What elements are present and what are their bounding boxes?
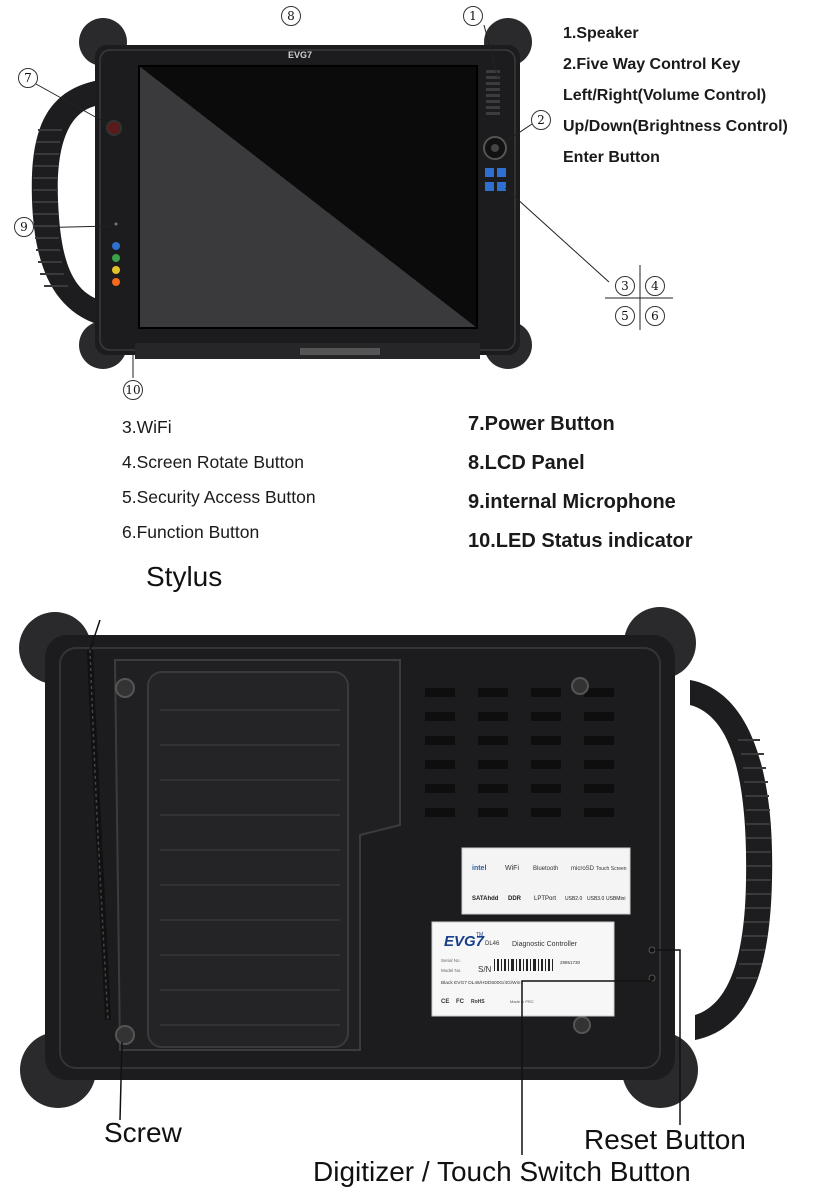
cert-fc: FC <box>456 999 465 1005</box>
marker-6: 6 <box>645 306 665 326</box>
callout-screw: Screw <box>104 1117 182 1148</box>
legend-screen-rotate: 4.Screen Rotate Button <box>122 452 304 472</box>
back-handle <box>690 680 773 1040</box>
reset-button <box>648 946 656 954</box>
label-model-label: Model No. <box>441 968 462 973</box>
marker-3: 3 <box>615 276 635 296</box>
led-indicator-3 <box>112 266 120 274</box>
spec-touch: Touch Screen <box>596 866 627 872</box>
function-button <box>497 182 506 191</box>
spec-wifi: WiFi <box>505 865 519 872</box>
marker-2: 2 <box>531 110 551 130</box>
legend-power-button: 7.Power Button <box>468 413 615 435</box>
led-indicator-2 <box>112 254 120 262</box>
label-serial-label: Serial No. <box>441 958 461 963</box>
spec-microsd: microSD <box>571 866 595 872</box>
wifi-button <box>485 168 494 177</box>
tablet-front-view: EVG7 <box>29 18 533 378</box>
label-sn-prefix: S/N <box>478 965 492 974</box>
marker-4: 4 <box>645 276 665 296</box>
legend-volume-control: Left/Right(Volume Control) <box>563 87 767 104</box>
marker-8: 8 <box>281 6 301 26</box>
mid-legend-right: 7.Power Button 8.LCD Panel 9.internal Mi… <box>468 405 693 561</box>
spec-usb30: USB3.0 <box>587 896 604 902</box>
legend-microphone: 9.internal Microphone <box>468 491 676 513</box>
legend-led-status: 10.LED Status indicator <box>468 530 693 552</box>
spec-sata: SATAhdd <box>472 896 499 902</box>
legend-lcd-panel: 8.LCD Panel <box>468 452 585 474</box>
marker-7: 7 <box>18 68 38 88</box>
legend-security-access: 5.Security Access Button <box>122 487 316 507</box>
screw-top-right <box>571 677 589 695</box>
legend-speaker: 1.Speaker <box>563 25 639 42</box>
legend-wifi: 3.WiFi <box>122 417 172 437</box>
marker-1: 1 <box>463 6 483 26</box>
front-brand-logo: EVG7 <box>288 50 312 60</box>
button-grid-diagram <box>505 187 673 330</box>
spec-usb20: USB2.0 <box>565 896 582 902</box>
back-handle-grip <box>736 739 771 979</box>
screw-bottom-left <box>115 1025 135 1045</box>
speaker-grille <box>486 70 500 115</box>
security-button <box>485 182 494 191</box>
label-brand: EVG7 <box>444 933 485 950</box>
lcd-panel <box>138 65 478 329</box>
cert-ce: CE <box>441 999 449 1005</box>
cooling-vents <box>425 688 614 817</box>
label-model: DL46 <box>485 941 500 947</box>
marker-5: 5 <box>615 306 635 326</box>
marker-10: 10 <box>123 380 143 400</box>
legend-five-way-key: 2.Five Way Control Key <box>563 56 741 73</box>
front-handle-grip <box>33 129 68 287</box>
mid-legend-left: 3.WiFi 4.Screen Rotate Button 5.Security… <box>122 410 316 550</box>
led-indicator-4 <box>112 278 120 286</box>
battery-panel <box>147 671 349 1048</box>
marker-9: 9 <box>14 217 34 237</box>
power-button <box>106 120 122 136</box>
label-product: Diagnostic Controller <box>512 941 578 948</box>
barcode <box>494 959 553 971</box>
label-model-value: Black EVG7 DL46/HDD500G/4G/Win7 <box>441 980 523 986</box>
spec-lpt: LPTPort <box>534 896 556 902</box>
callout-stylus: Stylus <box>146 561 223 592</box>
top-legend: 1.Speaker 2.Five Way Control Key Left/Ri… <box>563 18 788 173</box>
spec-intel: intel <box>472 865 486 872</box>
spec-ddr: DDR <box>508 896 522 902</box>
led-indicator-1 <box>112 242 120 250</box>
screw-top-left <box>115 678 135 698</box>
spec-label <box>461 847 631 915</box>
internal-microphone <box>114 222 118 226</box>
tablet-back-view: intel WiFi Bluetooth microSD Touch Scree… <box>19 607 773 1155</box>
screw-bottom-right <box>573 1016 591 1034</box>
callout-digitizer: Digitizer / Touch Switch Button <box>313 1156 691 1187</box>
rotate-button <box>497 168 506 177</box>
spec-bluetooth: Bluetooth <box>533 866 558 872</box>
legend-brightness-control: Up/Down(Brightness Control) <box>563 118 788 135</box>
legend-enter-button: Enter Button <box>563 149 660 166</box>
spec-usbmini: USBMini <box>606 896 625 902</box>
battery-ridges <box>160 709 340 1026</box>
legend-function-button: 6.Function Button <box>122 522 260 542</box>
cert-rohs: RoHS <box>471 999 485 1005</box>
label-serial-value: 29851730 <box>560 960 581 965</box>
digitizer-button <box>648 974 656 982</box>
callout-reset: Reset Button <box>584 1124 746 1155</box>
label-tm: TM <box>476 932 483 938</box>
